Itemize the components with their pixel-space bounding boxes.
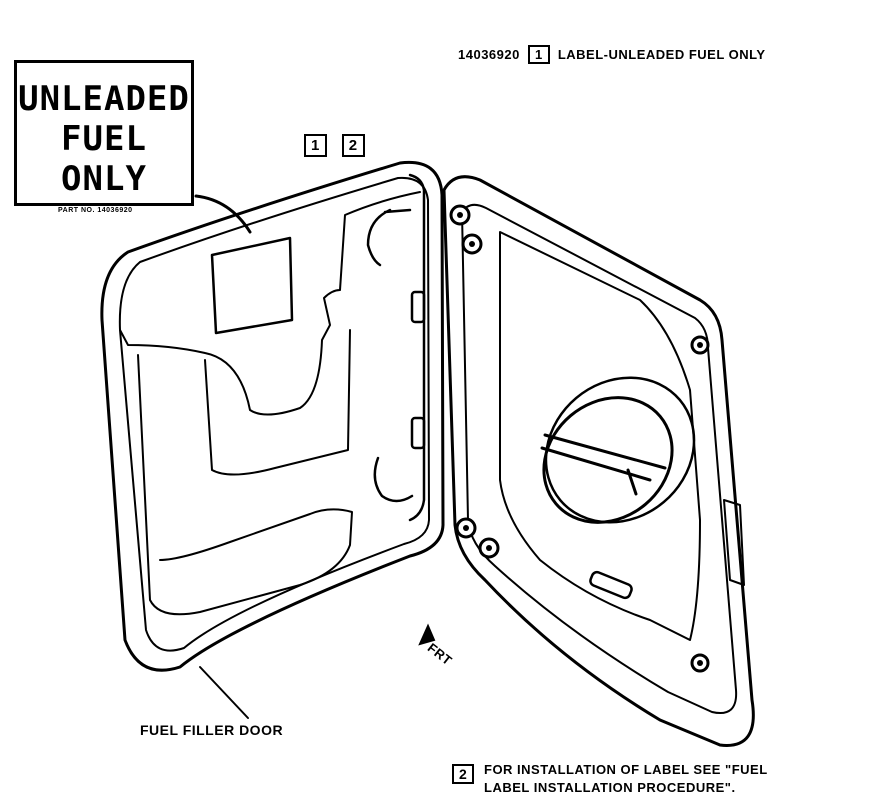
fuel-cap-rim [544,376,696,524]
door-pointer [199,666,249,719]
legend-line: 14036920 1 LABEL-UNLEADED FUEL ONLY [458,45,766,64]
door-inner-rim [118,176,430,652]
label-line-2: FUEL [61,119,147,159]
fuel-cap [542,396,674,524]
drain-slot [589,570,633,600]
fuel-filler-door-caption: FUEL FILLER DOOR [140,722,284,738]
housing-pocket [499,231,701,641]
legend-item-1-text: LABEL-UNLEADED FUEL ONLY [557,47,766,62]
label-pointer [194,194,252,234]
door-lower-channel [137,354,353,616]
hinge-sleeve-lower [410,416,426,450]
unleaded-fuel-label: UNLEADED FUEL ONLY [14,60,194,206]
frt-arrow [418,623,436,646]
hinge-rod [408,173,426,522]
callouts: 1 2 [304,134,365,157]
door-inner-panel [119,191,421,416]
hinge-spring-bottom [373,456,414,503]
door-mid-ridge [204,329,351,476]
note-line-2: LABEL INSTALLATION PROCEDURE". [484,780,736,795]
side-retainer [723,499,745,586]
fuel-cap-grip [540,433,667,496]
hinge-sleeve-upper [410,290,426,324]
callout-item-2: 2 [341,134,365,157]
note-line-1: FOR INSTALLATION OF LABEL SEE "FUEL [484,762,768,777]
callout-item-1: 1 [304,134,327,157]
label-area [210,236,294,335]
hinge-spring-top [366,208,412,267]
label-line-1: UNLEADED [18,79,190,119]
legend-item-1-box: 1 [527,45,550,64]
label-part-no: PART NO. 14036920 [58,207,133,214]
door-outline [100,160,445,672]
legend-part-number: 14036920 [458,47,520,62]
housing-flange [461,203,738,714]
note-number-box: 2 [452,764,474,784]
housing-outline [442,175,755,747]
label-line-3: ONLY [61,159,147,199]
